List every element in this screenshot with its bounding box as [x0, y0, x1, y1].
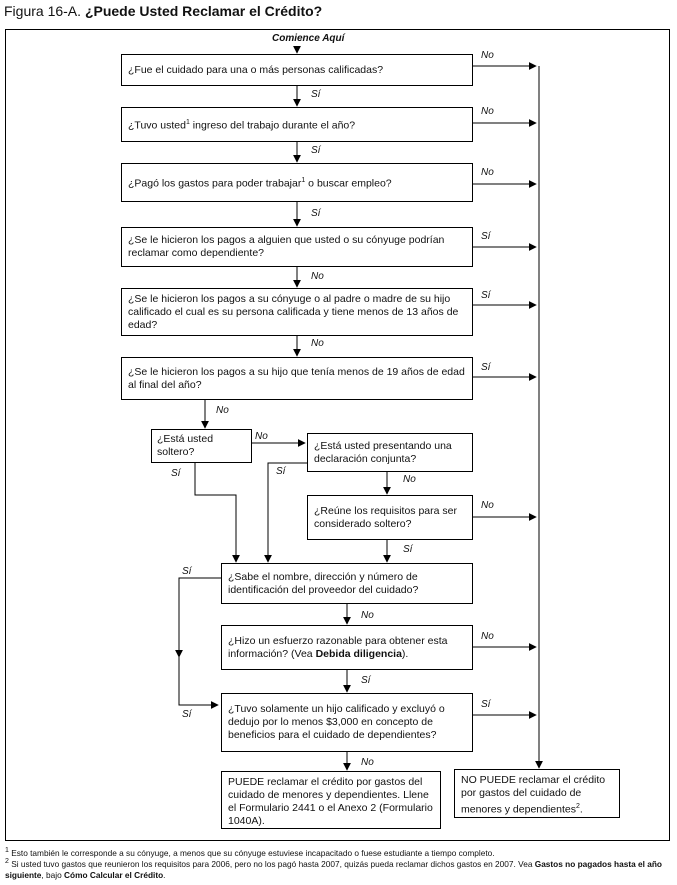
question-text-11: ¿Hizo un esfuerzo razonable para obtener… — [228, 635, 466, 661]
arrow-q8-q10 — [264, 462, 307, 563]
result-cannot-claim: NO PUEDE reclamar el crédito por gastos … — [454, 769, 620, 818]
label-q8-no: No — [403, 474, 416, 485]
question-text-3: ¿Pagó los gastos para poder trabajar1 o … — [128, 174, 392, 191]
label-q11-yes: Sí — [361, 675, 371, 686]
result-cannot-claim-main: NO PUEDE reclamar el crédito por gastos … — [461, 774, 606, 816]
footnote-2-text-c: . — [163, 869, 166, 880]
label-loop-yes: Sí — [182, 709, 192, 720]
label-q12-no: No — [361, 757, 374, 768]
arrow-q10-yes-loop — [175, 577, 221, 658]
start-label: Comience Aquí — [272, 33, 345, 44]
figure-title: Figura 16-A. ¿Puede Usted Reclamar el Cr… — [4, 3, 322, 19]
footnote-1-text: Esto también le corresponde a su cónyuge… — [11, 847, 495, 858]
label-q5-no: No — [311, 338, 324, 349]
label-q9-yes: Sí — [403, 544, 413, 555]
question-text-6: ¿Se le hicieron los pagos a su hijo que … — [128, 365, 465, 391]
label-q12-yes: Sí — [481, 699, 491, 710]
question-box-7: ¿Está usted soltero? — [151, 429, 252, 463]
question-text-11-c: ). — [401, 647, 409, 660]
question-box-9: ¿Reúne los requisitos para ser considera… — [307, 495, 473, 540]
footnote-2-text-b: , bajo — [41, 869, 65, 880]
question-box-1: ¿Fue el cuidado para una o más personas … — [121, 54, 473, 86]
label-q2-yes: Sí — [311, 145, 321, 156]
label-q9-no: No — [481, 500, 494, 511]
footnote-2-bold-1: Gastos no pagados hasta el año siguiente — [5, 858, 662, 880]
flowchart-frame — [5, 29, 670, 841]
label-q4-yes: Sí — [481, 231, 491, 242]
question-box-10: ¿Sabe el nombre, dirección y número de i… — [221, 563, 473, 604]
result-can-claim: PUEDE reclamar el crédito por gastos del… — [221, 771, 441, 829]
question-text-4: ¿Se le hicieron los pagos a alguien que … — [128, 234, 445, 259]
label-q1-yes: Sí — [311, 89, 321, 100]
question-text-9: ¿Reúne los requisitos para ser considera… — [314, 504, 457, 530]
footnote-2-bold-2: Cómo Calcular el Crédito — [64, 869, 164, 880]
question-box-6: ¿Se le hicieron los pagos a su hijo que … — [121, 357, 473, 400]
footnote-mark-1: 1 — [301, 177, 306, 185]
question-text-3-a: ¿Pagó los gastos para poder trabajar — [128, 177, 302, 190]
footnote-mark-1: 1 — [185, 119, 190, 127]
question-box-12: ¿Tuvo solamente un hijo calificado y exc… — [221, 693, 473, 752]
question-text-2: ¿Tuvo usted1 ingreso del trabajo durante… — [128, 116, 355, 133]
footnote-2-text-a: Si usted tuvo gastos que reunieron los r… — [11, 858, 535, 869]
question-text-5: ¿Se le hicieron los pagos a su cónyuge o… — [128, 292, 459, 331]
footnote-1-mark: 1 — [5, 847, 9, 854]
question-box-4: ¿Se le hicieron los pagos a alguien que … — [121, 227, 473, 267]
question-text-2-b: ingreso del trabajo durante el año? — [189, 119, 356, 132]
question-box-11: ¿Hizo un esfuerzo razonable para obtener… — [221, 625, 473, 670]
question-text-7: ¿Está usted soltero? — [157, 433, 214, 458]
label-q10-yes: Sí — [182, 566, 192, 577]
due-diligence-reference: Debida diligencia — [315, 647, 402, 660]
question-box-2: ¿Tuvo usted1 ingreso del trabajo durante… — [121, 107, 473, 142]
label-q1-no: No — [481, 50, 494, 61]
question-box-3: ¿Pagó los gastos para poder trabajar1 o … — [121, 163, 473, 202]
label-q8-yes: Sí — [276, 466, 286, 477]
result-cannot-claim-text: NO PUEDE reclamar el crédito por gastos … — [461, 774, 613, 817]
question-text-3-b: o buscar empleo? — [305, 177, 392, 190]
question-text-10: ¿Sabe el nombre, dirección y número de i… — [228, 570, 419, 596]
label-q7-no: No — [255, 431, 268, 442]
footnote-2-mark: 2 — [5, 858, 9, 865]
label-q6-yes: Sí — [481, 362, 491, 373]
question-box-8: ¿Está usted presentando una declaración … — [307, 433, 473, 472]
label-q11-no: No — [481, 631, 494, 642]
figure-number: Figura 16-A. — [4, 3, 82, 19]
question-text-1: ¿Fue el cuidado para una o más personas … — [128, 63, 384, 76]
label-q10-no: No — [361, 610, 374, 621]
label-q2-no: No — [481, 106, 494, 117]
question-text-2-a: ¿Tuvo usted — [128, 119, 186, 132]
question-box-5: ¿Se le hicieron los pagos a su cónyuge o… — [121, 288, 473, 336]
label-q7-yes: Sí — [171, 468, 181, 479]
footnote-1: 1 Esto también le corresponde a su cónyu… — [5, 845, 670, 859]
footnote-mark-2: 2 — [576, 803, 580, 810]
label-q3-no: No — [481, 167, 494, 178]
result-can-claim-text: PUEDE reclamar el crédito por gastos del… — [228, 776, 433, 827]
arrow-q7-q10 — [194, 463, 240, 563]
label-q6-no: No — [216, 405, 229, 416]
question-text-12: ¿Tuvo solamente un hijo calificado y exc… — [228, 703, 445, 741]
result-cannot-claim-end: . — [579, 803, 583, 816]
arrow-loop-to-q12 — [178, 657, 219, 709]
label-q4-no: No — [311, 271, 324, 282]
label-q3-yes: Sí — [311, 208, 321, 219]
question-text-11-a: ¿Hizo un esfuerzo razonable para obtener… — [228, 634, 448, 660]
question-text-8: ¿Está usted presentando una declaración … — [314, 439, 452, 465]
footnote-2: 2 Si usted tuvo gastos que reunieron los… — [5, 856, 670, 881]
label-q5-yes: Sí — [481, 290, 491, 301]
figure-heading: ¿Puede Usted Reclamar el Crédito? — [84, 3, 323, 19]
